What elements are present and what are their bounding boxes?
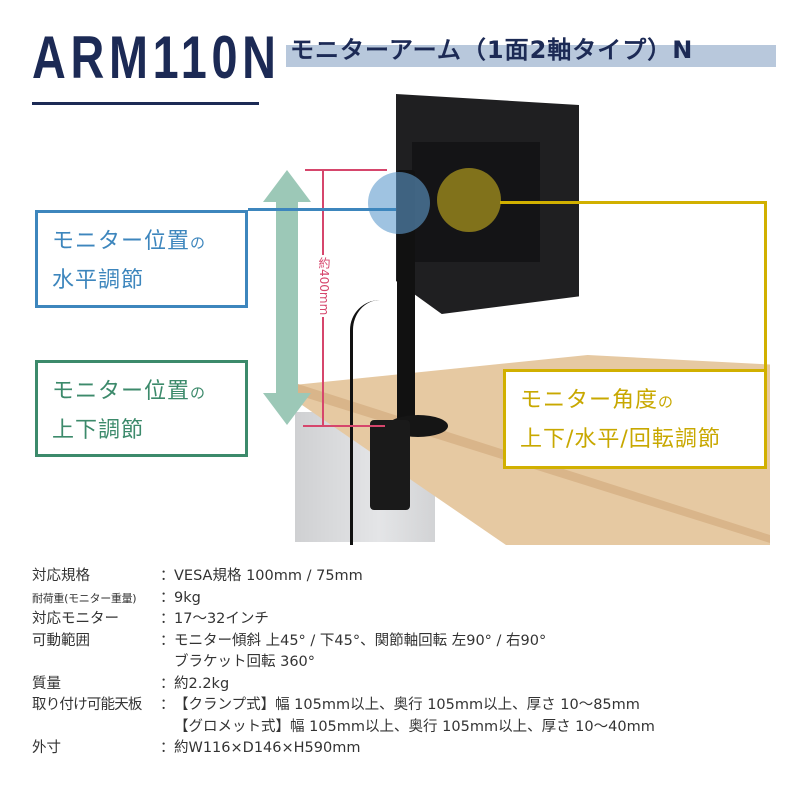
cable	[350, 300, 393, 545]
callout-text: モニター位置	[52, 229, 191, 254]
spec-label: 耐荷重(モニター重量)	[32, 591, 137, 605]
spec-value: 17〜32インチ	[174, 611, 269, 627]
subtitle-highlight	[286, 45, 776, 67]
callout-text: 上下/水平/回転調節	[520, 427, 721, 452]
spec-value: モニター傾斜 上45° / 下45°、関節軸回転 左90° / 右90°	[174, 632, 547, 649]
spec-row-weight: 質量 ： 約2.2kg	[32, 674, 655, 696]
spec-value: ブラケット回転 360°	[174, 654, 316, 670]
tilt-joint-highlight	[437, 168, 501, 232]
arm-pole	[397, 170, 415, 430]
spec-value: 約2.2kg	[174, 675, 230, 692]
spec-label: 対応モニター	[32, 611, 119, 627]
callout-text: 上下調節	[52, 418, 145, 443]
model-name: ARM110N	[32, 24, 281, 91]
spec-row-monitor-size: 対応モニター ： 17〜32インチ	[32, 609, 655, 631]
spec-separator: ：	[160, 740, 175, 756]
spec-separator: ：	[160, 611, 175, 627]
spec-table: 対応規格 ： VESA規格 100mm / 75mm 耐荷重(モニター重量) ：…	[32, 566, 655, 760]
spec-separator: ：	[160, 632, 175, 649]
spec-label: 可動範囲	[32, 632, 90, 649]
height-arrow-shaft	[276, 200, 298, 395]
spec-row-load: 耐荷重(モニター重量) ： 9kg	[32, 588, 655, 610]
spec-value: 【クランプ式】幅 105mm以上、奥行 105mm以上、厚さ 10〜85mm	[174, 697, 640, 713]
spec-row-dimensions: 外寸 ： 約W116×D146×H590mm	[32, 738, 655, 760]
spec-value: 【グロメット式】幅 105mm以上、奥行 105mm以上、厚さ 10〜40mm	[174, 718, 655, 735]
spec-label: 質量	[32, 675, 61, 692]
horizontal-callout-connector	[248, 208, 396, 211]
callout-horizontal-adjust: モニター位置の 水平調節	[35, 210, 248, 308]
model-underline	[32, 102, 259, 105]
spec-row-vesa: 対応規格 ： VESA規格 100mm / 75mm	[32, 566, 655, 588]
measure-top-line	[305, 169, 387, 171]
callout-text: モニター位置	[52, 379, 191, 404]
callout-angle-adjust: モニター角度の 上下/水平/回転調節	[503, 369, 767, 469]
spec-separator: ：	[160, 589, 175, 606]
callout-particle: の	[190, 384, 207, 402]
spec-label: 対応規格	[32, 568, 90, 584]
spec-separator: ：	[160, 697, 175, 713]
spec-label: 取り付け可能天板	[32, 697, 142, 713]
spec-row-range: 可動範囲 ： モニター傾斜 上45° / 下45°、関節軸回転 左90° / 右…	[32, 631, 655, 674]
spec-row-desk: 取り付け可能天板 ： 【クランプ式】幅 105mm以上、奥行 105mm以上、厚…	[32, 695, 655, 738]
measure-bottom-line	[303, 425, 385, 427]
callout-particle: の	[658, 393, 675, 411]
callout-particle: の	[190, 234, 207, 252]
arrow-down-icon	[263, 393, 311, 425]
desk-clamp	[370, 420, 410, 510]
callout-text: 水平調節	[52, 268, 145, 293]
spec-separator: ：	[160, 568, 175, 584]
spec-value: 9kg	[174, 589, 201, 606]
height-measure-label: 約400mm	[313, 255, 333, 318]
product-subtitle: モニターアーム（1面2軸タイプ）N	[290, 36, 694, 64]
angle-callout-connector-v	[764, 201, 767, 371]
spec-separator: ：	[160, 675, 175, 692]
spec-label: 外寸	[32, 740, 61, 756]
callout-text: モニター角度	[520, 388, 659, 413]
spec-value: 約W116×D146×H590mm	[174, 740, 361, 756]
horizontal-joint-highlight	[368, 172, 430, 234]
callout-vertical-adjust: モニター位置の 上下調節	[35, 360, 248, 457]
spec-value: VESA規格 100mm / 75mm	[174, 568, 363, 584]
arrow-up-icon	[263, 170, 311, 202]
angle-callout-connector-h	[500, 201, 767, 204]
